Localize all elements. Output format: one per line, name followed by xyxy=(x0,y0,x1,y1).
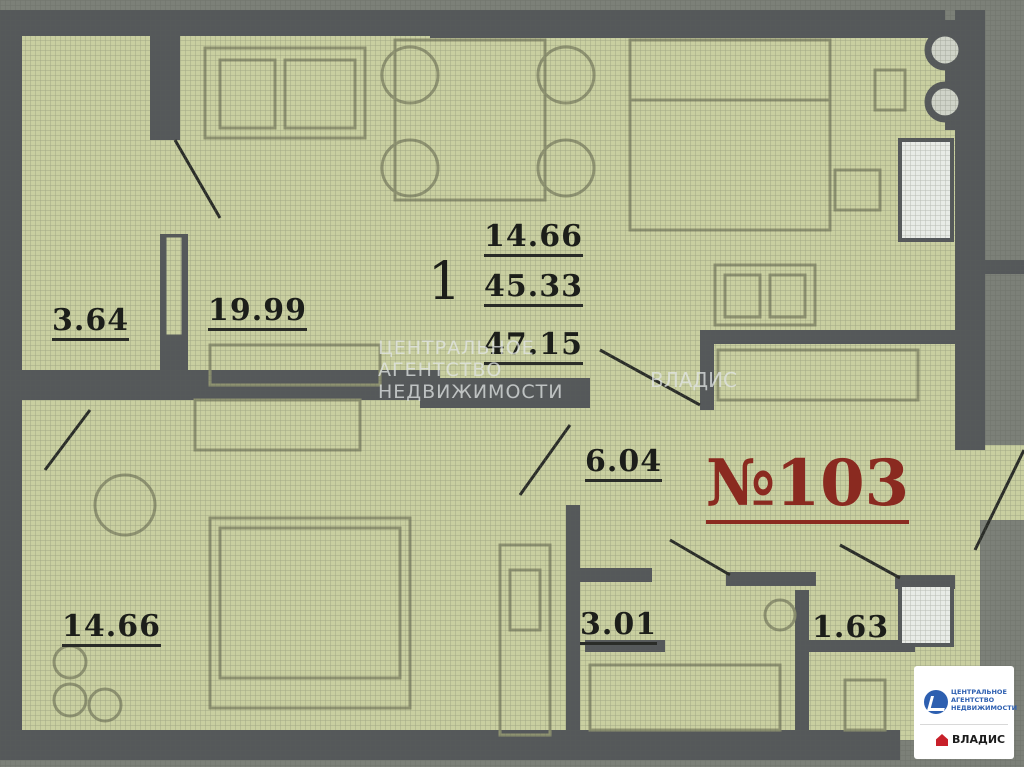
rooms-count: 1 xyxy=(428,252,463,312)
badge-line-3: НЕДВИЖИМОСТИ xyxy=(951,704,1018,713)
closet-area: 3.64 xyxy=(52,306,130,341)
watermark-brand: ВЛАДИС xyxy=(650,368,737,392)
watermark-agency: ЦЕНТРАЛЬНОЕ АГЕНТСТВО НЕДВИЖИМОСТИ xyxy=(378,337,564,404)
badge-line-1: ЦЕНТРАЛЬНОЕ xyxy=(951,688,1007,696)
vladis-logo-icon xyxy=(936,734,948,746)
watermark-line-1: ЦЕНТРАЛЬНОЕ xyxy=(378,337,535,359)
agency-badge-text: ЦЕНТРАЛЬНОЕ АГЕНТСТВО НЕДВИЖИМОСТИ xyxy=(951,688,1017,712)
watermark-line-2: АГЕНТСТВО xyxy=(378,358,503,381)
total-area-line-3: 47.15 xyxy=(484,330,583,365)
kitchen-living-area: 19.99 xyxy=(208,296,307,331)
total-area-line-2: 45.33 xyxy=(484,272,583,307)
badge-brand: ВЛАДИС xyxy=(936,732,1012,750)
hall-area: 6.04 xyxy=(585,447,663,482)
bathroom-area: 3.01 xyxy=(580,610,658,645)
bedroom-area: 14.66 xyxy=(62,612,161,647)
badge-brand-text: ВЛАДИС xyxy=(952,733,1006,746)
apartment-number: №103 xyxy=(706,452,910,524)
badge-divider xyxy=(920,724,1008,725)
agency-badge: ЦЕНТРАЛЬНОЕ АГЕНТСТВО НЕДВИЖИМОСТИ ВЛАДИ… xyxy=(914,666,1017,759)
agency-badge-top: ЦЕНТРАЛЬНОЕ АГЕНТСТВО НЕДВИЖИМОСТИ xyxy=(920,676,1017,726)
wc-area: 1.63 xyxy=(812,610,890,645)
total-area-line-1: 14.66 xyxy=(484,222,583,257)
badge-line-2: АГЕНТСТВО xyxy=(951,696,995,705)
agency-logo-icon xyxy=(924,690,949,714)
watermark-line-3: НЕДВИЖИМОСТИ xyxy=(378,380,564,403)
